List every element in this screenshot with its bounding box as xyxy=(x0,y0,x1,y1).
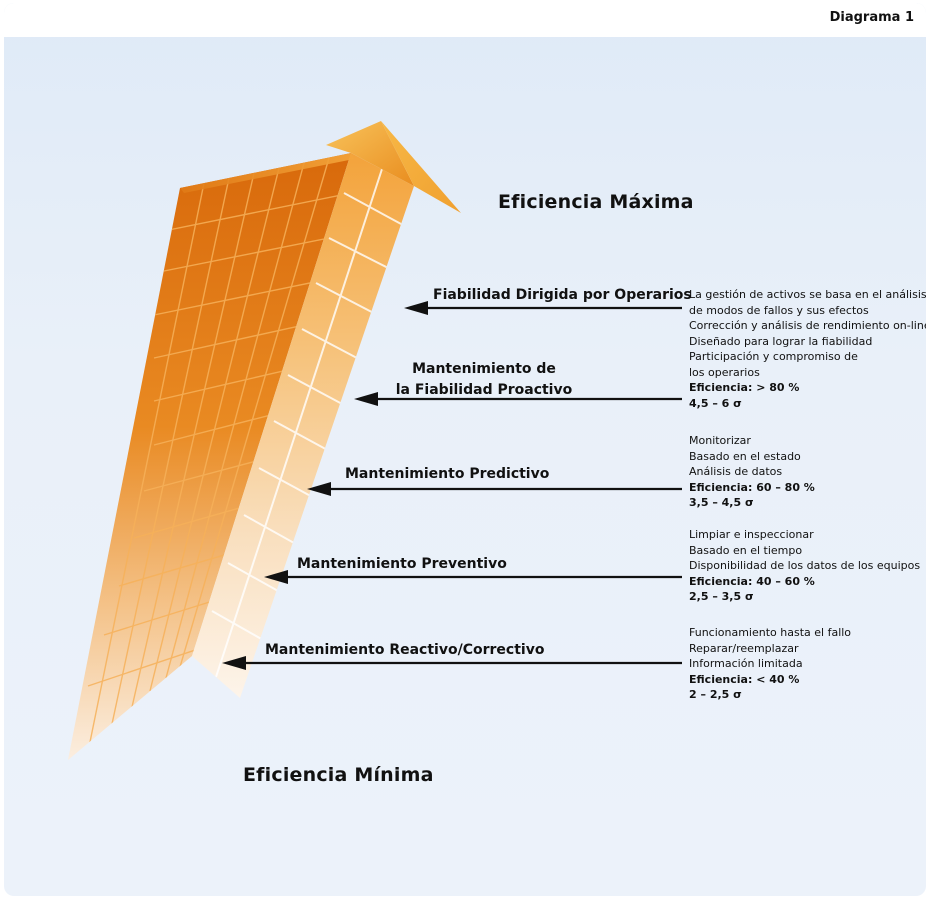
level-label-proactive: Mantenimiento de la Fiabilidad Proactivo xyxy=(384,359,584,401)
detail-line: Información limitada xyxy=(689,657,803,670)
min-efficiency-label: Eficiencia Mínima xyxy=(243,764,434,786)
level-label-predictive: Mantenimiento Predictivo xyxy=(345,466,550,482)
sigma-value: 3,5 – 4,5 σ xyxy=(689,496,754,509)
diagram-tag: Diagrama 1 xyxy=(829,10,914,25)
diagram-frame: Diagrama 1 xyxy=(4,3,926,896)
detail-line: Diseñado para lograr la fiabilidad xyxy=(689,334,873,348)
header-bar: Diagrama 1 xyxy=(4,3,926,37)
detail-line: Corrección y análisis de rendimiento on-… xyxy=(689,319,926,332)
sigma-value: 4,5 – 6 σ xyxy=(689,396,742,410)
detail-line: Reparar/reemplazar xyxy=(689,641,799,655)
level-label-preventive: Mantenimiento Preventivo xyxy=(297,556,507,572)
arrow-right-face xyxy=(192,153,414,698)
detail-line: de modos de fallos y sus efectos xyxy=(689,303,869,317)
level-label-reactive: Mantenimiento Reactivo/Correctivo xyxy=(265,642,545,658)
efficiency-value: Eficiencia: < 40 % xyxy=(689,672,800,686)
detail-line: Basado en el estado xyxy=(689,449,801,463)
arrow-head-right xyxy=(381,121,461,213)
level-details-operator-reliability: La gestión de activos se basa en el anál… xyxy=(689,287,926,411)
efficiency-arrow-graphic xyxy=(68,121,682,760)
pointer-arrows xyxy=(222,301,682,670)
efficiency-value: Eficiencia: > 80 % xyxy=(689,381,800,394)
level-details-reactive: Funcionamiento hasta el fallo Reparar/re… xyxy=(689,625,851,703)
detail-line: Participación y compromiso de xyxy=(689,350,858,363)
detail-line: Monitorizar xyxy=(689,434,751,447)
arrow-top-edge xyxy=(180,153,354,193)
arrow-left-face xyxy=(68,153,351,760)
detail-line: los operarios xyxy=(689,365,760,379)
level-details-predictive: Monitorizar Basado en el estado Análisis… xyxy=(689,433,815,511)
arrow-head-left xyxy=(326,121,414,186)
sigma-value: 2 – 2,5 σ xyxy=(689,688,742,701)
detail-line: Análisis de datos xyxy=(689,465,783,478)
detail-line: La gestión de activos se basa en el anál… xyxy=(689,288,926,301)
detail-line: Disponibilidad de los datos de los equip… xyxy=(689,559,921,572)
level-label-proactive-line1: Mantenimiento de xyxy=(412,361,556,377)
level-label-operator-reliability: Fiabilidad Dirigida por Operarios xyxy=(433,287,692,303)
detail-line: Basado en el tiempo xyxy=(689,543,803,557)
efficiency-value: Eficiencia: 40 – 60 % xyxy=(689,574,815,588)
level-label-proactive-line2: la Fiabilidad Proactivo xyxy=(395,382,573,398)
max-efficiency-label: Eficiencia Máxima xyxy=(498,191,694,213)
detail-line: Limpiar e inspeccionar xyxy=(689,528,814,541)
detail-line: Funcionamiento hasta el fallo xyxy=(689,626,852,639)
efficiency-value: Eficiencia: 60 – 80 % xyxy=(689,480,815,494)
sigma-value: 2,5 – 3,5 σ xyxy=(689,590,754,603)
level-details-preventive: Limpiar e inspeccionar Basado en el tiem… xyxy=(689,527,920,605)
